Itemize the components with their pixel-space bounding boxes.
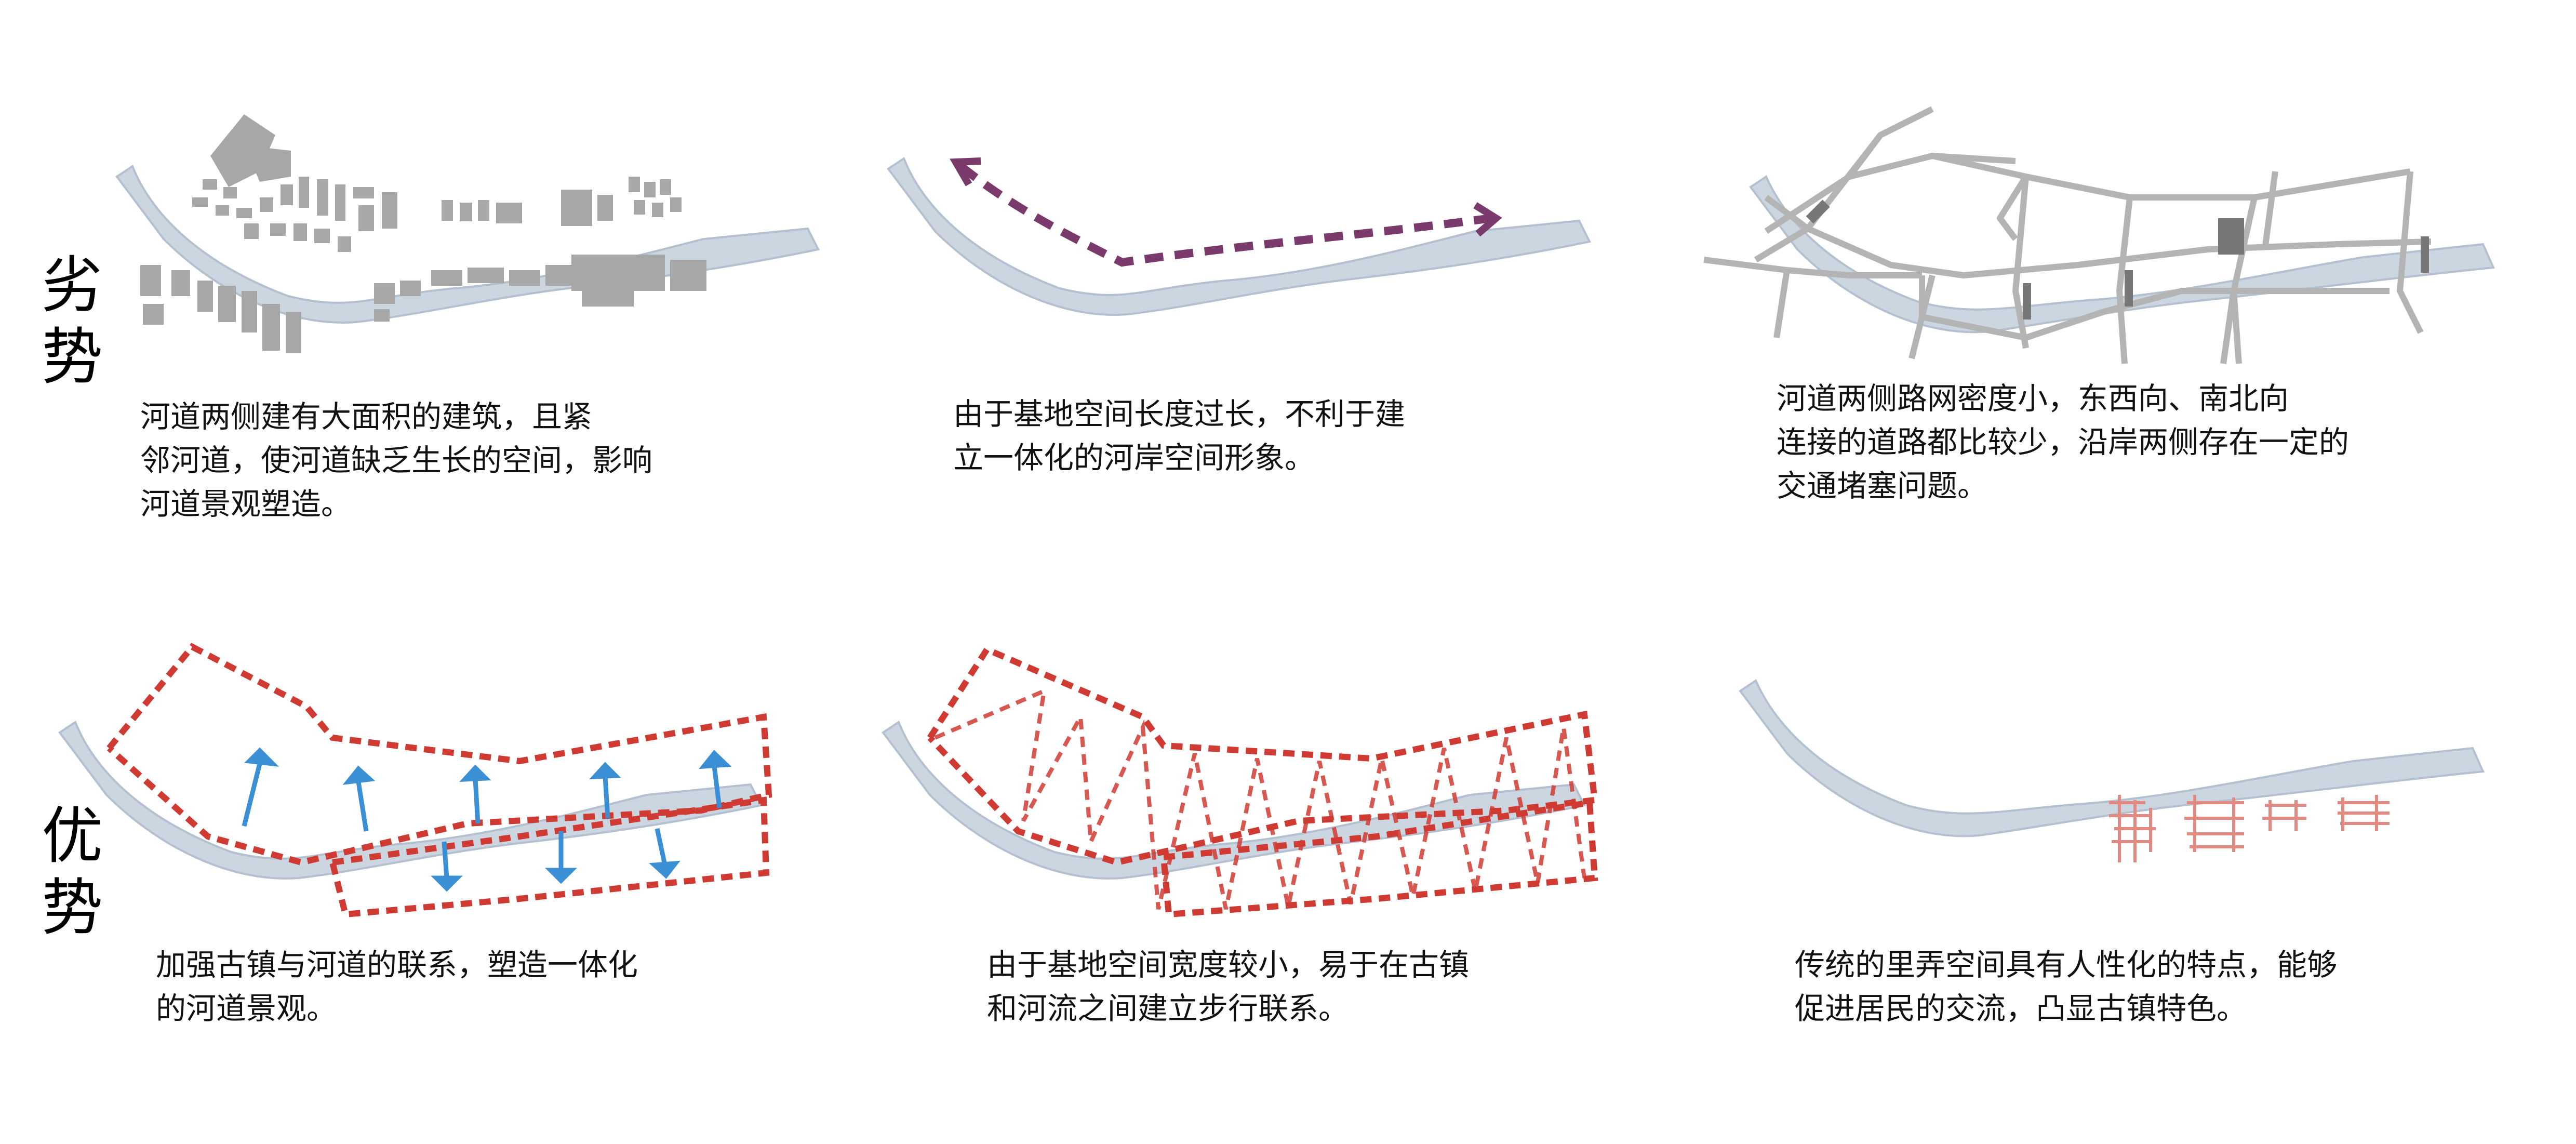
link-arrows xyxy=(242,747,732,892)
caption-strong-width: 由于基地空间宽度较小，易于在古镇 和河流之间建立步行联系。 xyxy=(987,947,1470,1026)
road-crossings xyxy=(1806,199,2429,320)
panel-strong-width xyxy=(882,645,1598,918)
boundary-south xyxy=(1160,799,1598,918)
boundary-north xyxy=(106,643,772,866)
panel-weak-roads xyxy=(1703,106,2494,364)
panel-weak-buildings xyxy=(116,114,819,353)
caption-strong-link: 加强古镇与河道的联系，塑造一体化 的河道景观。 xyxy=(156,947,638,1026)
caption-weak-length: 由于基地空间长度过长，不利于建 立一体化的河岸空间形象。 xyxy=(953,396,1406,475)
caption-weak-roads: 河道两侧路网密度小，东西向、南北向 连接的道路都比较少，沿岸两侧存在一定的 交通… xyxy=(1777,381,2350,503)
row-label-strong: 优势 xyxy=(42,800,109,943)
panel-strong-link xyxy=(59,643,772,918)
boundary-north xyxy=(927,645,1598,866)
row-label-strong-text: 优势 xyxy=(42,800,103,943)
caption-weak-buildings: 河道两侧建有大面积的建筑，且紧 邻河道，使河道缺乏生长的空间，影响 河道景观塑造… xyxy=(140,399,653,522)
panel-strong-lane xyxy=(1739,680,2484,862)
lane-pattern xyxy=(2109,795,2390,862)
row-label-weak-text: 劣势 xyxy=(42,249,103,393)
panel-weak-length xyxy=(887,157,1591,316)
length-arrow xyxy=(958,163,1492,267)
caption-strong-lane: 传统的里弄空间具有人性化的特点，能够 促进居民的交流，凸显古镇特色。 xyxy=(1795,947,2338,1026)
row-label-weak: 劣势 xyxy=(42,249,109,393)
road-network xyxy=(1703,106,2432,364)
zigzag-paths xyxy=(934,687,1586,910)
building-blocks xyxy=(140,114,706,353)
boundary-south xyxy=(328,796,770,918)
